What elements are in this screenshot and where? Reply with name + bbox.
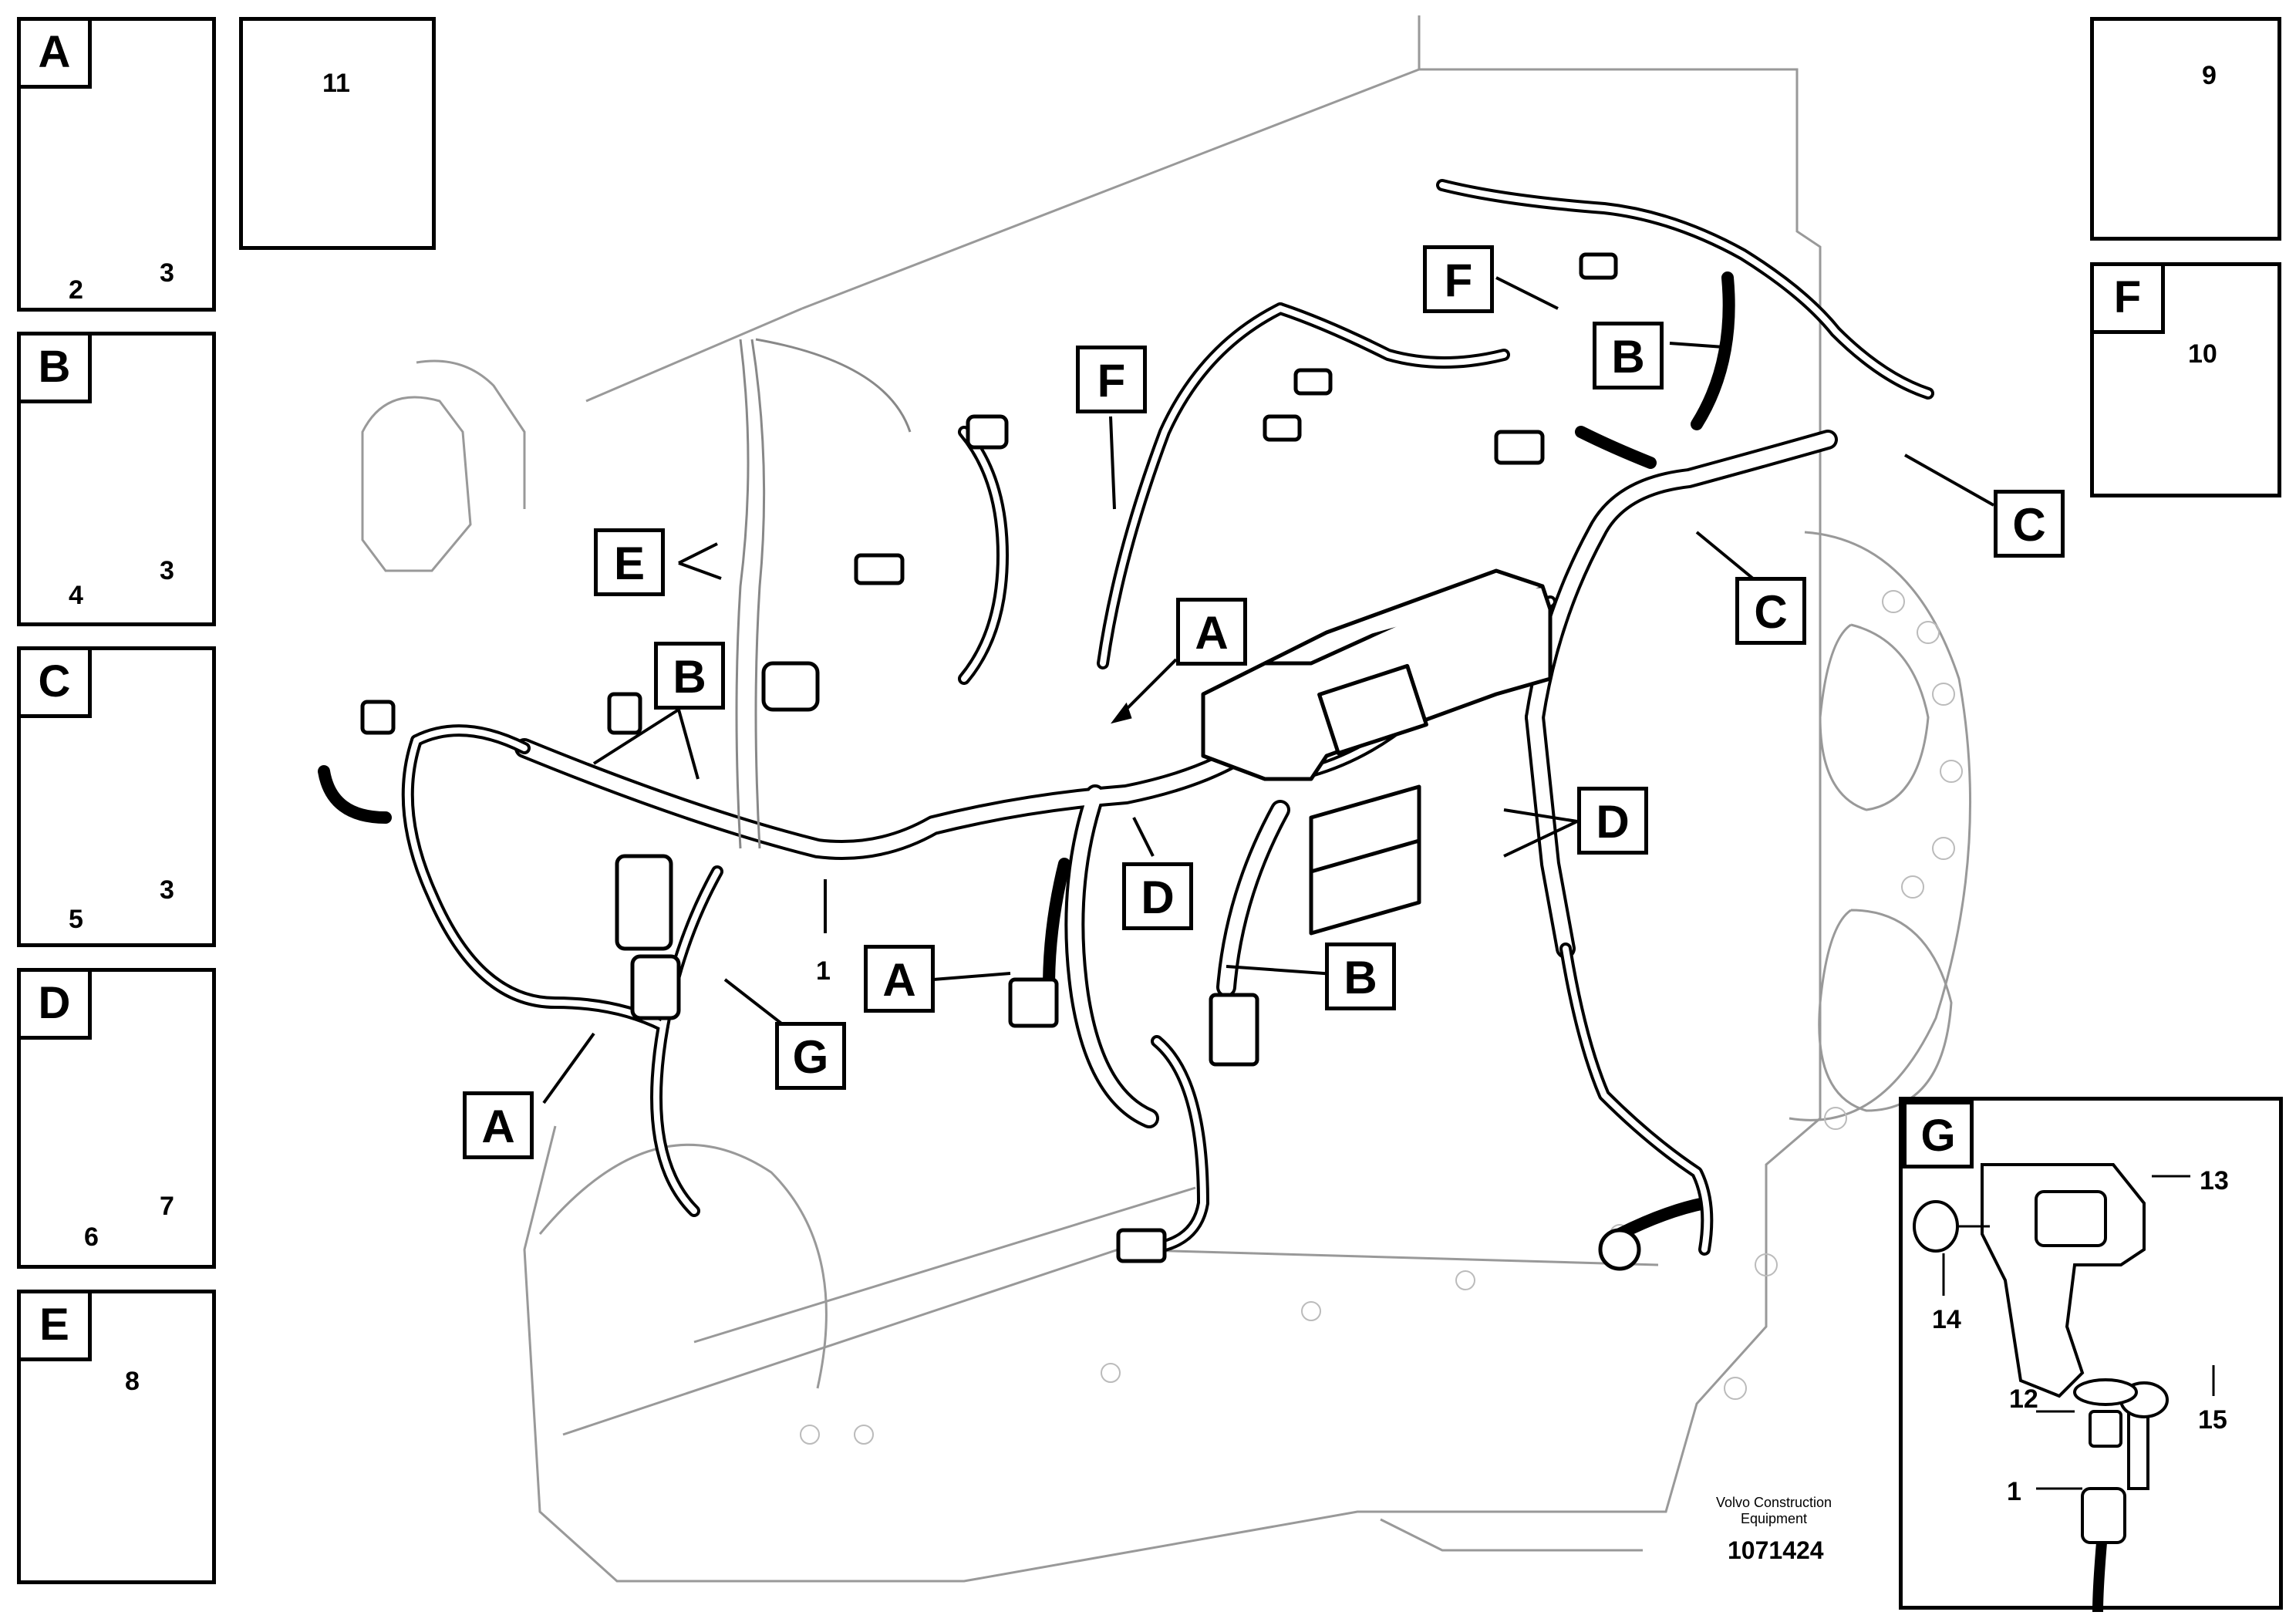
part-number-8: 8 <box>125 1367 140 1396</box>
callout-g: G <box>775 1022 846 1090</box>
publisher-caption: Volvo Construction Equipment <box>1681 1495 1866 1527</box>
detail-box-d: D 6 7 <box>17 968 216 1269</box>
part-number-main-harness: 1 <box>816 956 831 986</box>
part-number-9: 9 <box>2202 61 2217 90</box>
detail-box-e-letter: E <box>21 1293 92 1361</box>
callout-c-right: C <box>1994 490 2065 558</box>
part-number-14: 14 <box>1932 1305 1961 1334</box>
part-number-11: 11 <box>322 69 350 98</box>
callout-c-mid: C <box>1735 577 1806 645</box>
part-number-15: 15 <box>2198 1405 2227 1435</box>
part-number-1: 1 <box>2007 1477 2021 1506</box>
part-number-3: 3 <box>160 556 174 585</box>
detail-box-f-letter: F <box>2094 266 2165 334</box>
callout-d-left: D <box>1122 862 1193 930</box>
detail-box-a-letter: A <box>21 21 92 89</box>
callout-b-right: B <box>1593 322 1664 389</box>
callout-d-right: D <box>1577 787 1648 855</box>
part-number-2: 2 <box>69 275 83 305</box>
part-number-7: 7 <box>160 1192 174 1221</box>
detail-box-e: E 8 <box>17 1290 216 1584</box>
callout-f-right: F <box>1423 245 1494 313</box>
callout-a-top: A <box>1176 598 1247 666</box>
part-number-12: 12 <box>2009 1384 2038 1414</box>
part-number-10: 10 <box>2188 339 2217 369</box>
detail-box-d-letter: D <box>21 972 92 1040</box>
part-number-3: 3 <box>160 258 174 288</box>
part-number-3: 3 <box>160 875 174 905</box>
publisher-line-2: Equipment <box>1740 1511 1808 1526</box>
part-number-5: 5 <box>69 905 83 934</box>
callout-f-left: F <box>1076 346 1147 413</box>
callout-b-left: B <box>654 642 725 710</box>
detail-box-g: G 13 14 15 12 1 <box>1899 1097 2283 1610</box>
callout-a-mid: A <box>864 945 935 1013</box>
callout-a-left: A <box>463 1091 534 1159</box>
part-number-6: 6 <box>84 1222 99 1252</box>
detail-box-cable-tie: 11 <box>239 17 436 250</box>
detail-box-b: B 4 3 <box>17 332 216 626</box>
detail-box-c-letter: C <box>21 650 92 718</box>
detail-box-clip: 9 <box>2090 17 2281 241</box>
publisher-line-1: Volvo Construction <box>1715 1495 1832 1510</box>
document-number: 1071424 <box>1728 1536 1824 1564</box>
detail-box-f: F 10 <box>2090 262 2281 497</box>
detail-box-b-letter: B <box>21 336 92 403</box>
detail-box-a: A 2 3 <box>17 17 216 312</box>
part-number-13: 13 <box>2200 1166 2229 1195</box>
part-number-4: 4 <box>69 581 83 610</box>
callout-e: E <box>594 528 665 596</box>
callout-b-mid: B <box>1325 943 1396 1010</box>
detail-box-c: C 5 3 <box>17 646 216 947</box>
detail-box-g-letter: G <box>1903 1101 1974 1168</box>
